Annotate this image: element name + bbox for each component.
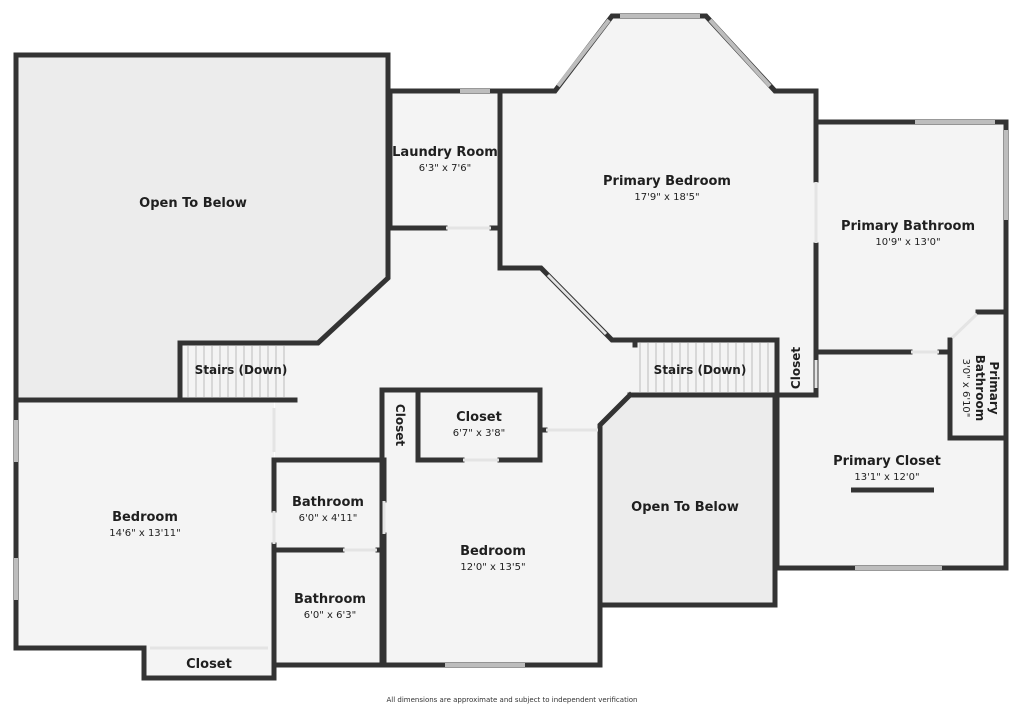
floor-stairs-right: [635, 340, 777, 395]
room-labels: Open To Below Laundry Room 6'3" x 7'6" P…: [109, 145, 1001, 672]
floor-bedroom-center: [384, 430, 600, 665]
wall-bedroom-center: [271, 427, 603, 668]
label-bedroom-left: Bedroom: [112, 510, 178, 525]
label-bathroom-lower: Bathroom: [294, 592, 366, 607]
wall-closet-hall-vertical: [379, 387, 421, 463]
floor-bathroom-upper: [274, 460, 382, 550]
walls: [13, 13, 1009, 681]
windows: [14, 14, 1008, 667]
label-primary-bedroom: Primary Bedroom: [603, 174, 731, 189]
floor-primary-bathroom: [816, 122, 1006, 352]
wall-primary-bedroom-top: [497, 13, 819, 183]
stair-treads-left: [187, 346, 285, 397]
dim-laundry-room: 6'3" x 7'6": [419, 163, 471, 174]
door-openings: [150, 182, 979, 650]
label-closet-bottom: Closet: [186, 657, 232, 672]
dim-primary-closet: 13'1" x 12'0": [854, 472, 919, 483]
floor-primary-bedroom: [500, 16, 816, 340]
dim-bedroom-center: 12'0" x 13'5": [460, 562, 525, 573]
label-primary-bathroom-small: Primary Bathroom 3'0" x 6'10": [960, 355, 1001, 421]
floor-areas: [16, 16, 1006, 678]
floor-bathroom-lower: [274, 550, 382, 665]
label-closet-right-small: Closet: [789, 347, 803, 389]
dim-primary-bedroom: 17'9" x 18'5": [634, 192, 699, 203]
door-primary-bedroom-diag: [546, 273, 608, 336]
floor-closet-bottom: [144, 648, 274, 678]
window-bay-right: [708, 18, 772, 88]
floor-primary-bathroom-small: [950, 312, 1006, 438]
door-primary-small-bath: [950, 312, 979, 340]
dim-bedroom-left: 14'6" x 13'11": [109, 528, 181, 539]
dim-primary-bathroom: 10'9" x 13'0": [875, 237, 940, 248]
wall-open-to-below-large: [13, 52, 391, 651]
label-closet-hall: Closet: [456, 410, 502, 425]
wall-primary-bathroom-small: [947, 337, 1009, 441]
floor-bedroom-left: [16, 400, 274, 648]
label-bathroom-upper: Bathroom: [292, 495, 364, 510]
dim-primary-bathroom-small: 3'0" x 6'10": [960, 359, 971, 418]
label-stairs-right: Stairs (Down): [654, 363, 747, 377]
floor-laundry: [390, 91, 500, 228]
label-primary-bathroom-small-line2: Bathroom: [973, 355, 987, 421]
label-primary-closet: Primary Closet: [833, 454, 941, 469]
label-primary-bathroom-small-line1: Primary: [987, 361, 1001, 414]
floor-open-to-below-small: [600, 395, 775, 605]
floor-open-to-below-large: [16, 55, 388, 400]
window-bay-left: [556, 18, 611, 88]
label-closet-hall-vertical: Closet: [393, 404, 407, 446]
wall-laundry: [387, 88, 448, 231]
footer-disclaimer: All dimensions are approximate and subje…: [386, 696, 638, 704]
stair-treads-right: [639, 343, 769, 392]
dim-bathroom-lower: 6'0" x 6'3": [304, 610, 356, 621]
label-primary-bathroom: Primary Bathroom: [841, 219, 975, 234]
label-bedroom-center: Bedroom: [460, 544, 526, 559]
label-stairs-left: Stairs (Down): [195, 363, 288, 377]
wall-primary-bedroom: [497, 88, 780, 343]
dim-closet-hall: 6'7" x 3'8": [453, 428, 505, 439]
wall-closet-hall: [415, 387, 543, 463]
wall-closet-bottom: [141, 645, 277, 681]
label-laundry-room: Laundry Room: [392, 145, 498, 160]
dim-bathroom-upper: 6'0" x 4'11": [299, 513, 358, 524]
label-open-to-below-large: Open To Below: [139, 196, 247, 211]
label-open-to-below-small: Open To Below: [631, 500, 739, 515]
floor-main-hall: [275, 228, 635, 460]
